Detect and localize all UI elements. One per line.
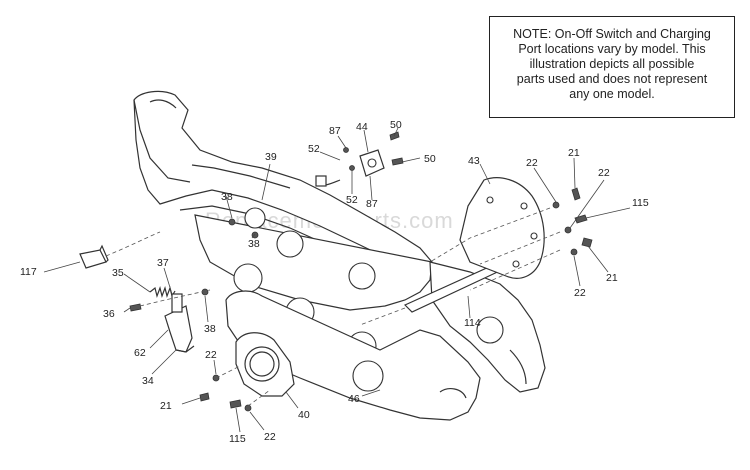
callout-35: 35: [112, 267, 124, 279]
round-plate-43: [459, 177, 545, 279]
charging-port-117: [79, 231, 161, 269]
callout-87-top: 87: [329, 125, 341, 137]
bracket-62: [171, 293, 183, 313]
callout-22-lower: 22: [574, 287, 586, 299]
ring-plate-40: [235, 332, 295, 397]
note-line: parts used and does not represent: [516, 72, 708, 86]
callout-38-upper: 38: [221, 191, 233, 203]
callout-52-bottom: 52: [346, 194, 358, 206]
callout-34: 34: [142, 375, 154, 387]
side-plate-right: [429, 261, 546, 393]
callout-36: 36: [103, 308, 115, 320]
callout-117: 117: [20, 266, 37, 278]
side-plate-46: [225, 290, 481, 421]
hardware: [129, 131, 593, 412]
bracket-34: [164, 305, 195, 353]
callout-87-bottom: 87: [366, 198, 378, 210]
callout-46: 46: [348, 393, 360, 405]
callout-38-left: 38: [204, 323, 216, 335]
callout-21-top: 21: [568, 147, 580, 159]
callout-62: 62: [134, 347, 146, 359]
alignment-line: [139, 289, 211, 307]
alignment-line: [479, 231, 561, 265]
switch-assembly-44: [315, 149, 385, 187]
callout-44: 44: [356, 121, 368, 133]
callout-50-top: 50: [390, 119, 402, 131]
callout-40: 40: [298, 409, 310, 421]
callout-22-bottom-left: 22: [205, 349, 217, 361]
note-line: any one model.: [569, 87, 655, 101]
callout-39: 39: [265, 151, 277, 163]
note-box: NOTE: On-Off Switch and Charging Port lo…: [489, 16, 735, 118]
note-line: NOTE: On-Off Switch and Charging: [513, 27, 711, 41]
callout-115-right: 115: [632, 197, 649, 209]
callout-22-right: 22: [598, 167, 610, 179]
note-line: Port locations vary by model. This: [518, 42, 706, 56]
callout-52-left: 52: [308, 143, 320, 155]
leader-lines: [43, 127, 631, 433]
alignment-line: [469, 249, 561, 291]
callout-22-bottom: 22: [264, 431, 276, 443]
note-line: illustration depicts all possible: [529, 57, 695, 71]
callout-22-top: 22: [526, 157, 538, 169]
callout-21-right: 21: [606, 272, 618, 284]
callout-43: 43: [468, 155, 480, 167]
alignment-line: [429, 207, 551, 263]
callout-21-bottom: 21: [160, 400, 172, 412]
callout-38-mid: 38: [248, 238, 260, 250]
callout-50-right: 50: [424, 153, 436, 165]
alignment-line: [215, 365, 241, 379]
callout-115-bottom: 115: [229, 433, 246, 445]
callout-114: 114: [464, 317, 481, 329]
alignment-line: [247, 389, 271, 407]
callout-37: 37: [157, 257, 169, 269]
